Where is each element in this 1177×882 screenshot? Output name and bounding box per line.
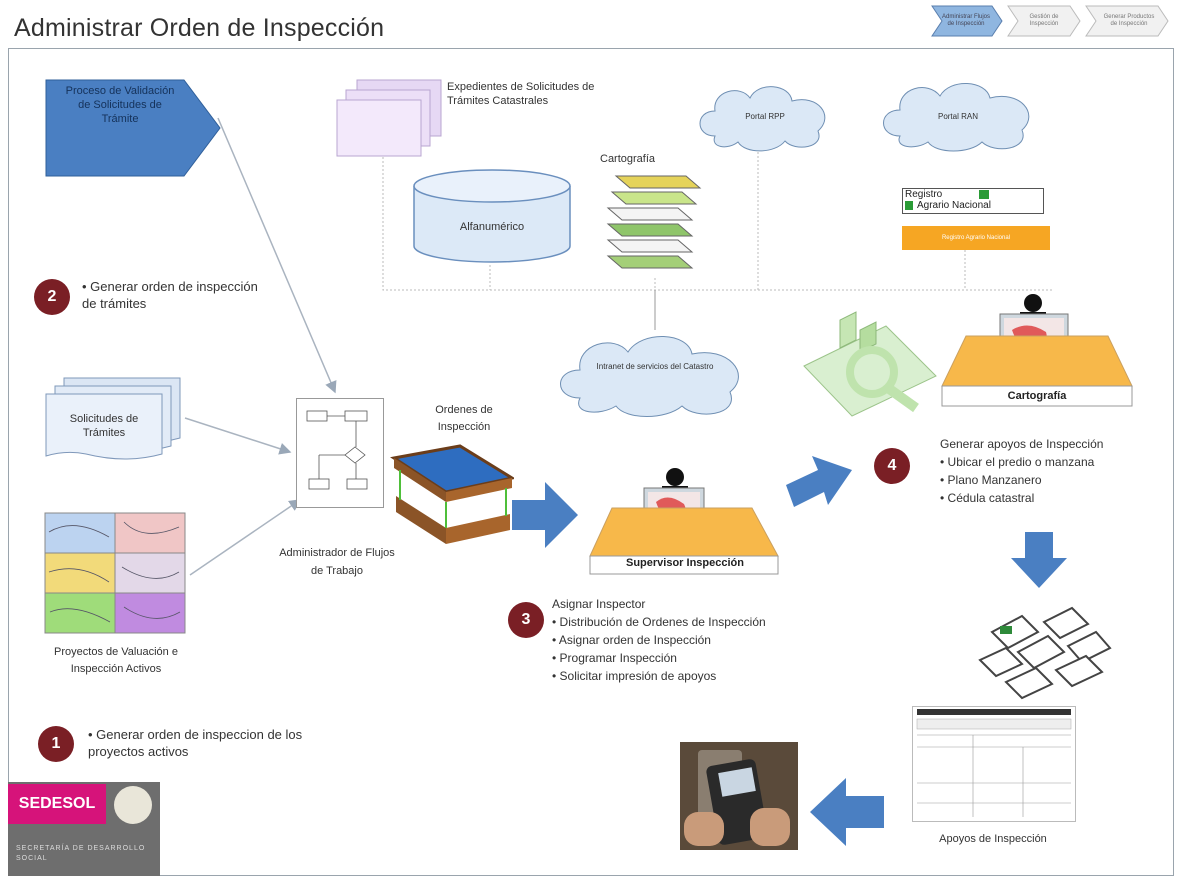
arrow-to-mobile bbox=[810, 778, 884, 846]
step-1-badge: 1 bbox=[38, 726, 74, 762]
coat-of-arms-icon bbox=[114, 786, 152, 824]
breadcrumb-step-1[interactable]: Administrar Flujos de Inspección bbox=[941, 14, 990, 27]
step-4-item: Ubicar el predio o manzana bbox=[940, 453, 1160, 471]
intranet-label: Intranet de servicios del Catastro bbox=[596, 362, 714, 371]
ordenes-label: Ordenes de Inspección bbox=[435, 404, 493, 433]
step-1-text: • Generar orden de inspeccion de los pro… bbox=[88, 727, 303, 759]
registro-agrario-box: Registro Agrario Nacional bbox=[902, 188, 1044, 214]
step-4-title: Generar apoyos de Inspección bbox=[940, 437, 1104, 451]
mobile-device-photo bbox=[680, 742, 798, 850]
step-3-badge: 3 bbox=[508, 602, 544, 638]
portal-rpp-label: Portal RPP bbox=[745, 112, 785, 121]
step-4-item: Plano Manzanero bbox=[940, 471, 1160, 489]
alfanumerico-label: Alfanumérico bbox=[459, 221, 525, 233]
proyectos-label: Proyectos de Valuación e Inspección Acti… bbox=[54, 646, 178, 675]
breadcrumb-step-3[interactable]: Generar Productos de Inspección bbox=[1103, 14, 1155, 27]
sedesol-sub: SECRETARÍA DE DESARROLLO SOCIAL bbox=[16, 845, 146, 862]
step-4-item: Cédula catastral bbox=[940, 489, 1160, 507]
arrow-to-cartografia bbox=[786, 456, 852, 507]
proyectos-maps-grid bbox=[44, 512, 186, 634]
sedesol-brand: SEDESOL bbox=[8, 784, 106, 824]
step-3-item: Asignar orden de Inspección bbox=[552, 631, 852, 649]
step-3-item: Programar Inspección bbox=[552, 649, 852, 667]
step-3-item: Solicitar impresión de apoyos bbox=[552, 667, 852, 685]
alfanumerico-cylinder bbox=[413, 169, 571, 263]
step-3-item: Distribución de Ordenes de Inspección bbox=[552, 613, 852, 631]
cartografia-desk-label: Cartografía bbox=[1007, 390, 1067, 402]
green-mark bbox=[979, 190, 989, 199]
workflow-document-icon bbox=[296, 398, 384, 508]
map-search-icon bbox=[803, 311, 937, 417]
step-3-title: Asignar Inspector bbox=[552, 597, 646, 611]
cartografia-label: Cartografía bbox=[600, 153, 656, 165]
portal-ran-label: Portal RAN bbox=[937, 112, 978, 121]
step-2-label: Generar orden de inspección de trámites bbox=[82, 279, 258, 311]
sedesol-logo: SEDESOL SECRETARÍA DE DESARROLLO SOCIAL bbox=[8, 782, 160, 876]
agrario-label: Agrario Nacional bbox=[917, 200, 991, 211]
ordenes-tray-icon bbox=[390, 444, 514, 544]
cartografia-desk bbox=[941, 294, 1133, 407]
step-1-label: Generar orden de inspeccion de los proye… bbox=[88, 727, 303, 759]
plano-manzanero-icon bbox=[978, 606, 1112, 700]
breadcrumb-chevrons bbox=[931, 5, 1169, 37]
page-title: Administrar Orden de Inspección bbox=[14, 14, 385, 42]
expedientes-label: Expedientes de Solicitudes de Trámites C… bbox=[447, 81, 595, 107]
breadcrumb-step-2[interactable]: Gestión de Inspección bbox=[1029, 14, 1059, 27]
portal-rpp-cloud bbox=[699, 86, 826, 152]
cartografia-layers-icon bbox=[606, 175, 702, 269]
step-3-block: Asignar Inspector Distribución de Ordene… bbox=[552, 596, 852, 685]
arrow-down bbox=[1011, 532, 1067, 588]
diagram-frame bbox=[8, 48, 1174, 876]
cedula-catastral-doc bbox=[912, 706, 1076, 822]
validation-label: Proceso de Validación de Solicitudes de … bbox=[65, 85, 175, 125]
step-4-badge: 4 bbox=[874, 448, 910, 484]
registro-label: Registro bbox=[905, 189, 943, 200]
portal-ran-cloud bbox=[883, 83, 1030, 152]
solicitudes-stack bbox=[45, 377, 181, 460]
step-4-list: Ubicar el predio o manzana Plano Manzane… bbox=[940, 453, 1160, 507]
green-mark-2 bbox=[905, 201, 913, 210]
step-2-text: • Generar orden de inspección de trámite… bbox=[82, 279, 258, 311]
supervisor-label: Supervisor Inspección bbox=[626, 557, 744, 569]
expedientes-stack bbox=[336, 79, 442, 157]
arrow-to-supervisor bbox=[512, 482, 578, 548]
validation-pentagon bbox=[45, 79, 221, 177]
solicitudes-label: Solicitudes de Trámites bbox=[69, 413, 139, 439]
step-4-block: Generar apoyos de Inspección Ubicar el p… bbox=[940, 436, 1160, 507]
admin-flujos-label: Administrador de Flujos de Trabajo bbox=[279, 547, 395, 577]
supervisor-desk bbox=[589, 468, 779, 575]
orange-bar: Registro Agrario Nacional bbox=[902, 226, 1050, 250]
step-2-badge: 2 bbox=[34, 279, 70, 315]
step-3-list: Distribución de Ordenes de Inspección As… bbox=[552, 613, 852, 685]
intranet-cloud bbox=[560, 336, 739, 417]
apoyos-label: Apoyos de Inspección bbox=[939, 833, 1047, 845]
